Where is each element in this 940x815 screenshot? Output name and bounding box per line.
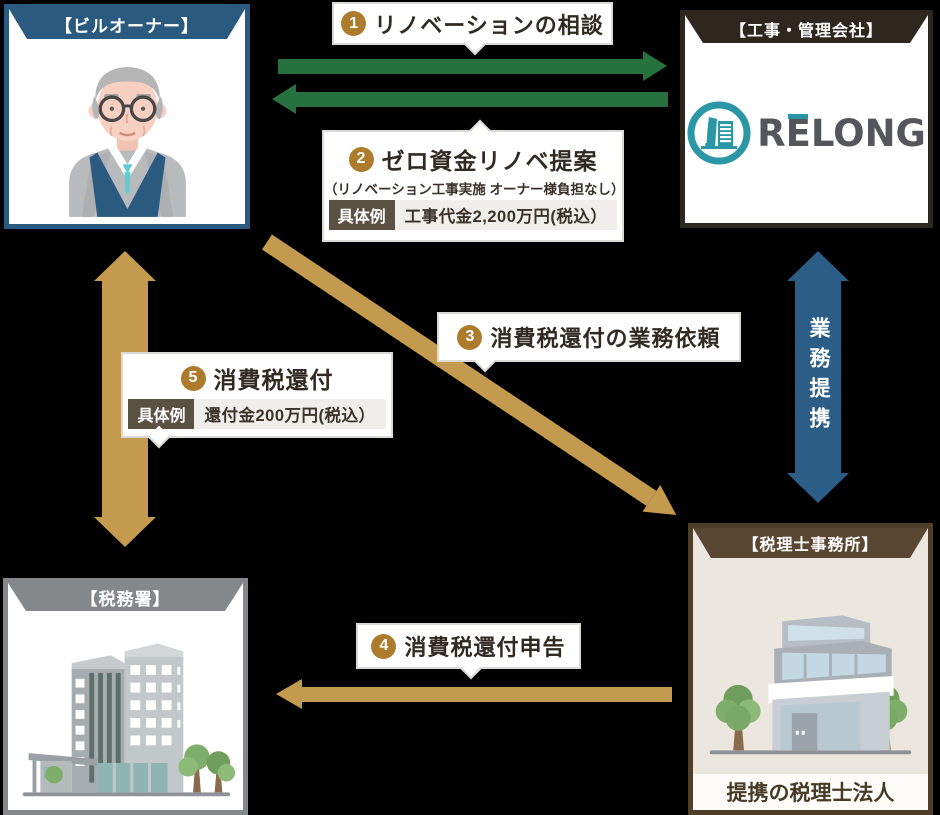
step5-example-value: 還付金200万円(税込） [194, 399, 386, 429]
partnership-label: 業務提携 [807, 317, 830, 437]
step2-note: （リノベーション工事実施 オーナー様負担なし） [324, 182, 625, 197]
accountant-caption-text: 提携の税理士法人 [726, 782, 895, 805]
consultation-arrow-shaft [278, 58, 643, 74]
construction-company-box: 【工事・管理会社】 RELONG [680, 10, 933, 228]
step2-title-row: 2 ゼロ資金リノベ提案 [348, 142, 598, 176]
arrow-left-icon [272, 84, 296, 114]
step5-example-row: 具体例 還付金200万円(税込） [128, 399, 386, 429]
step5-example-label: 具体例 [128, 399, 195, 429]
accountant-building-illustration [693, 588, 928, 768]
consultation-arrow-right [278, 51, 667, 81]
building-owner-box: 【ビルオーナー】 [4, 4, 250, 229]
logo-letters-long: LONG [810, 111, 926, 155]
step3-text: 消費税還付の業務依頼 [490, 326, 721, 351]
step3-label: 3 消費税還付の業務依頼 [437, 312, 741, 373]
tax-accountant-title: 【税理士事務所】 [742, 537, 879, 554]
step2-number-badge: 2 [348, 146, 374, 172]
elderly-man-icon [68, 66, 186, 217]
office-building-icon [709, 615, 912, 755]
construction-company-banner: 【工事・管理会社】 [685, 15, 928, 43]
step2-example-label: 具体例 [328, 200, 395, 230]
relong-logo: RELONG [685, 43, 928, 223]
step2-example-row: 具体例 工事代金2,200万円(税込） [328, 200, 618, 230]
step1-text: リノベーションの相談 [374, 12, 604, 38]
arrow-down-icon [94, 517, 156, 547]
government-building-icon [22, 643, 235, 797]
tax-accountant-office-box: 【税理士事務所】 [688, 523, 933, 815]
step4-text: 消費税還付申告 [404, 635, 566, 660]
tax-office-banner: 【税務署】 [8, 583, 243, 611]
partnership-double-arrow-shaft [795, 281, 841, 473]
step5-label: 5 消費税還付 具体例 還付金200万円(税込） [121, 352, 393, 449]
step1-number-badge: 1 [341, 11, 367, 36]
step1-label: 1 リノベーションの相談 [332, 2, 613, 56]
arrow-left-icon [276, 679, 302, 709]
step5-title: 消費税還付 [213, 367, 334, 393]
partnership-double-arrow-vertical: 業務提携 [787, 251, 849, 503]
step2-example-value: 工事代金2,200万円(税込） [394, 200, 618, 230]
accountant-caption: 提携の税理士法人 [693, 774, 928, 810]
arrow-up-icon [787, 251, 849, 281]
step5-title-row: 5 消費税還付 [180, 361, 334, 395]
step4-number-badge: 4 [371, 633, 397, 659]
arrow-right-icon [643, 51, 667, 81]
refund-filing-arrow-shaft [302, 686, 672, 702]
step2-pointer [468, 119, 492, 143]
refund-filing-arrow-left [276, 679, 672, 709]
step2-label: 2 ゼロ資金リノベ提案 （リノベーション工事実施 オーナー様負担なし） 具体例 … [322, 119, 625, 242]
owner-illustration [9, 56, 245, 218]
proposal-arrow-left [272, 84, 668, 114]
tax-office-title: 【税務署】 [80, 589, 171, 609]
step4-label: 4 消費税還付申告 [356, 623, 581, 680]
step5-number-badge: 5 [180, 365, 206, 391]
step2-title: ゼロ資金リノベ提案 [381, 148, 598, 174]
logo-letter-e: E [785, 111, 811, 155]
tax-office-illustration [8, 626, 243, 804]
step3-number-badge: 3 [457, 324, 483, 350]
building-owner-banner: 【ビルオーナー】 [9, 9, 245, 39]
building-owner-title: 【ビルオーナー】 [55, 16, 199, 36]
logo-letter-r: R [757, 111, 786, 155]
arrow-up-icon [94, 251, 156, 281]
relong-building-icon [687, 101, 751, 165]
tax-office-box: 【税務署】 [3, 578, 248, 815]
arrow-down-icon [787, 473, 849, 503]
tax-accountant-banner: 【税理士事務所】 [693, 528, 928, 558]
relong-logo-text: RELONG [757, 112, 926, 155]
proposal-arrow-shaft [296, 91, 668, 107]
construction-company-title: 【工事・管理会社】 [729, 23, 883, 40]
